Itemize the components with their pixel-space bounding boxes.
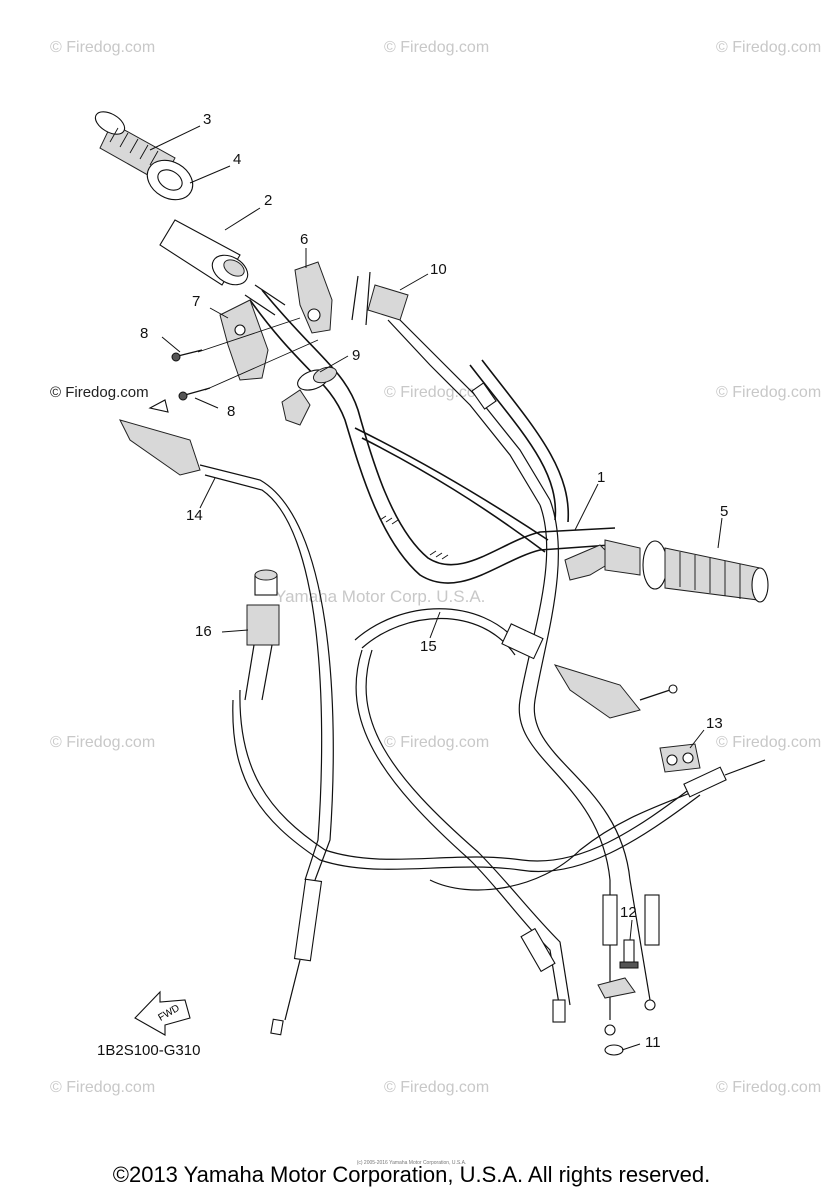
leader-lines [149,125,723,1051]
watermark-text: © Firedog.com [50,734,155,751]
watermark-text: © Firedog.com [716,1079,821,1096]
small-parts [597,743,701,1056]
watermark-text: © Firedog.com [50,39,155,56]
watermark-text: © Firedog.com [384,384,489,401]
watermark-dark: © Firedog.com [50,384,149,401]
brake-cable [354,608,678,1023]
handlebar [249,289,616,584]
part-number-9: 9 [352,347,360,364]
part-number-4: 4 [233,151,241,168]
part-number-1: 1 [597,469,605,486]
part-number-5: 5 [720,503,728,520]
switch-part [244,569,280,701]
diagram-code: 1B2S100-G310 [97,1042,200,1059]
watermark-text: © Firedog.com [50,1079,155,1096]
part-number-8a: 8 [140,325,148,342]
cable-loop [232,689,766,891]
throttle-housing [171,261,333,426]
part-number-2: 2 [264,192,272,209]
copyright-notice: ©2013 Yamaha Motor Corporation, U.S.A. A… [112,1162,711,1187]
right-grip-assembly [564,539,769,603]
watermark-text: © Firedog.com [384,1079,489,1096]
tiny-credit: (c) 2005-2016 Yamaha Motor Corporation, … [356,1160,467,1166]
part-number-11: 11 [645,1034,661,1051]
forward-arrow: FWD [134,990,191,1036]
left-lever-cable [119,399,334,1036]
part-number-13: 13 [706,715,723,732]
watermark-text: © Firedog.com [716,734,821,751]
part-number-12: 12 [620,904,637,921]
part-number-14: 14 [186,507,203,524]
part-number-3: 3 [203,111,211,128]
part-number-16: 16 [195,623,212,640]
watermark-text: © Firedog.com [716,39,821,56]
watermark-text: © Firedog.com [384,39,489,56]
part-number-6: 6 [300,231,308,248]
watermark-group: © Firedog.com © Firedog.com © Firedog.co… [50,39,821,1096]
part-number-10: 10 [430,261,447,278]
part-number-7: 7 [192,293,200,310]
left-grip-assembly [94,111,286,316]
watermark-text: © Firedog.com [384,734,489,751]
part-number-labels: 1 2 3 4 5 6 7 8 8 9 10 11 12 13 14 15 16 [140,111,728,1051]
part-number-15: 15 [420,638,437,655]
watermark-text: © Firedog.com [716,384,821,401]
center-watermark: Yamaha Motor Corp. U.S.A. [275,587,485,606]
part-number-8b: 8 [227,403,235,420]
